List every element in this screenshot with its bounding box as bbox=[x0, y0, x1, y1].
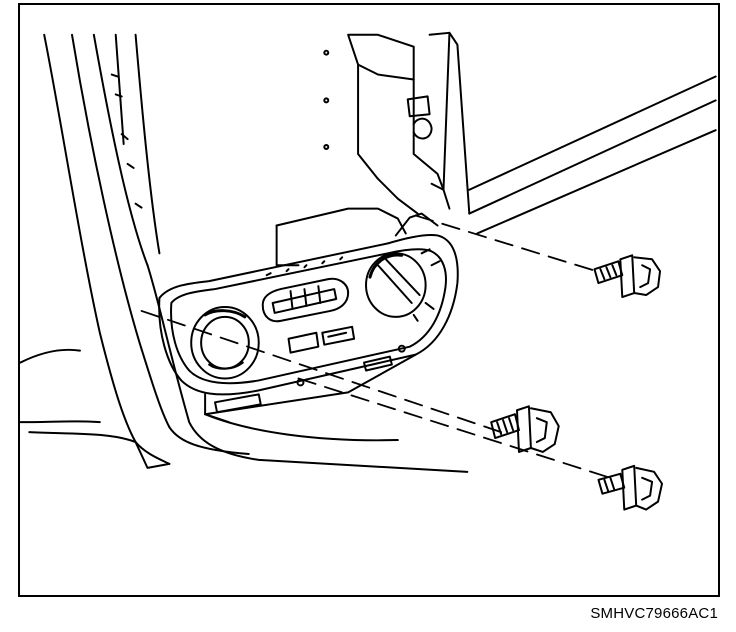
fan-slider bbox=[261, 256, 350, 323]
temperature-knob bbox=[190, 305, 260, 380]
illustration-frame bbox=[18, 3, 720, 597]
figure-code: SMHVC79666AC1 bbox=[590, 605, 718, 622]
control-buttons bbox=[287, 325, 356, 354]
instrument-panel-opening bbox=[20, 33, 469, 473]
mode-knob bbox=[365, 248, 441, 322]
mounting-screw-upper-right bbox=[593, 254, 662, 299]
mounting-screw-center bbox=[490, 405, 560, 453]
alignment-lines bbox=[140, 214, 618, 481]
floor-console-lines bbox=[20, 413, 399, 442]
hvac-control-removal-illustration bbox=[20, 31, 717, 511]
mounting-screw-lower-right bbox=[597, 464, 664, 511]
duct-housing bbox=[275, 207, 407, 267]
hvac-control-assembly bbox=[158, 212, 459, 424]
upper-right-bracket bbox=[323, 31, 717, 235]
